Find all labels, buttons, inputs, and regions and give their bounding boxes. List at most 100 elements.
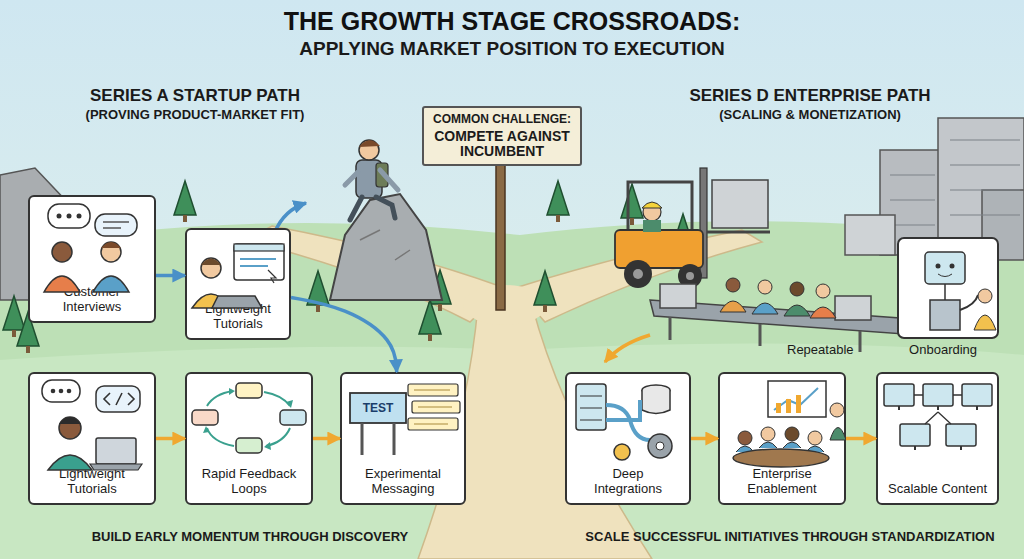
box-label: Scalable Content — [888, 482, 987, 497]
conveyor-belt — [816, 284, 830, 298]
scalable-content-icon — [884, 384, 992, 450]
integration-icon — [642, 385, 670, 395]
interview-icon — [101, 242, 121, 248]
tutorial-icon — [201, 258, 221, 278]
scalable-content-icon — [899, 406, 977, 450]
box-label: Deep Integrations — [578, 467, 678, 497]
coding-icon — [104, 393, 134, 405]
billboard-icon — [408, 384, 458, 396]
forklift — [707, 231, 770, 234]
interview-icon — [44, 276, 80, 292]
interview-icon — [77, 214, 82, 219]
forklift — [712, 180, 768, 228]
scalable-content-icon — [946, 424, 976, 446]
coding-icon — [42, 380, 142, 470]
flow-arrow — [846, 437, 876, 441]
scalable-content-icon — [914, 395, 962, 424]
coding-icon — [48, 455, 92, 470]
integration-icon — [614, 444, 630, 460]
interview-icon — [93, 276, 129, 292]
forklift — [615, 168, 770, 288]
interview-icon — [95, 214, 137, 236]
subtitle: APPLYING MARKET POSITION TO EXECUTION — [132, 38, 892, 60]
flow-arrow — [156, 437, 185, 441]
enablement-icon — [733, 381, 846, 467]
rock-climber — [330, 194, 442, 300]
interview-icon — [57, 214, 62, 219]
challenge-sign: COMMON CHALLENGE:COMPETE AGAINST INCUMBE… — [422, 106, 582, 166]
process-box: Customer Interviews — [28, 195, 156, 323]
rock-climber — [359, 140, 380, 147]
integration-icon — [576, 384, 606, 430]
conveyor-belt — [752, 303, 778, 314]
enablement-icon — [774, 388, 818, 410]
section-heading: SERIES D ENTERPRISE PATH — [640, 86, 980, 106]
integration-icon — [648, 434, 672, 458]
box-label: Lightweight Tutorials — [42, 467, 142, 497]
process-box: Enterprise Enablement — [718, 372, 846, 505]
tree — [174, 181, 196, 222]
coding-icon — [96, 386, 140, 412]
billboard-icon — [350, 393, 406, 423]
conveyor-belt — [810, 307, 836, 318]
interview-icon — [67, 214, 72, 219]
tree — [307, 271, 329, 312]
forklift — [643, 203, 661, 221]
feedback-loop-icon — [192, 410, 218, 425]
process-box: Deep Integrations — [565, 372, 691, 505]
integration-icon — [656, 442, 664, 450]
sign-post — [496, 160, 505, 310]
forklift — [615, 230, 703, 268]
enablement-icon — [733, 449, 829, 467]
forklift — [624, 260, 652, 288]
process-box: Lightweight Tutorials — [28, 372, 156, 505]
rock-climber — [345, 170, 398, 190]
integration-icon — [606, 400, 650, 440]
tree — [534, 271, 556, 312]
enablement-icon — [776, 403, 781, 413]
section-subheading: (SCALING & MONETIZATION) — [640, 107, 980, 122]
integration-icon — [580, 396, 602, 420]
interview-icon — [44, 204, 137, 292]
conveyor-belt — [790, 282, 804, 296]
sign-post — [496, 160, 505, 310]
forklift — [628, 182, 692, 232]
enablement-icon — [736, 442, 824, 452]
coding-icon — [59, 417, 81, 439]
billboard-icon — [350, 384, 460, 455]
tree — [3, 181, 694, 353]
interview-icon — [103, 222, 129, 228]
onboarding-machine — [938, 274, 952, 277]
forklift — [643, 220, 661, 232]
feedback-loop-icon — [192, 383, 306, 453]
diagram-title: THE GROWTH STAGE CROSSROADS: — [0, 7, 1024, 36]
sign-text: COMPETE AGAINST INCUMBENT — [428, 129, 576, 160]
flow-arrow — [291, 297, 397, 372]
feedback-loop-icon — [207, 391, 290, 446]
billboard-icon — [408, 418, 458, 430]
integration-icon — [576, 384, 672, 460]
tutorial-icon — [268, 270, 276, 283]
path-road — [515, 230, 762, 322]
conveyor-belt — [660, 284, 696, 308]
conveyor-belt — [758, 280, 772, 294]
feedback-loop-icon — [203, 388, 293, 450]
enablement-icon — [830, 403, 844, 417]
forklift — [642, 202, 662, 208]
conveyor-belt — [835, 296, 871, 320]
billboard-icon — [362, 423, 394, 455]
process-box: Scalable Content — [876, 372, 999, 505]
onboarding-machine — [930, 284, 960, 330]
onboarding-machine — [960, 295, 978, 310]
tutorial-icon — [234, 244, 284, 280]
box-label: Lightweight Tutorials — [191, 302, 285, 332]
onboarding-machine — [898, 238, 998, 338]
scalable-content-icon — [923, 384, 953, 406]
conveyor-belt — [726, 278, 740, 292]
onboarding-machine — [936, 264, 941, 269]
rock-climber — [359, 140, 379, 160]
feedback-loop-icon — [236, 438, 262, 453]
